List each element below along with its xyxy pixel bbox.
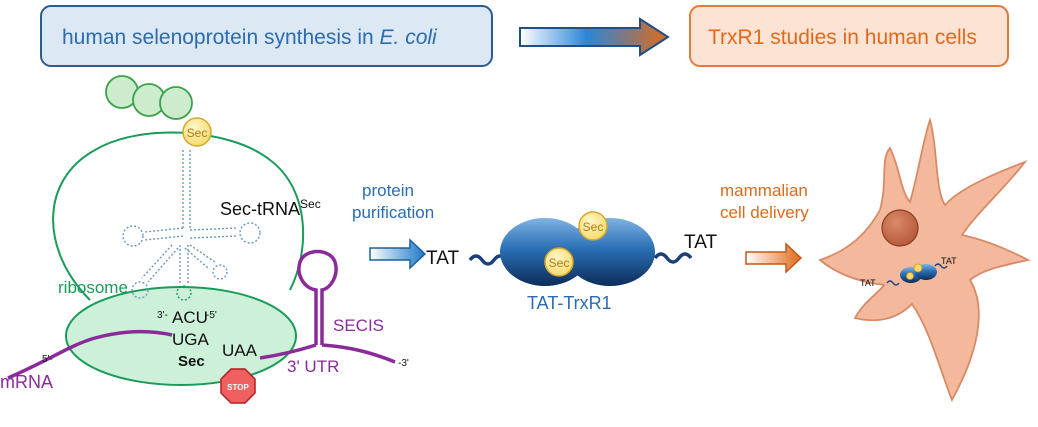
anticodon-label: ACU (172, 308, 208, 327)
sec-trna-label: Sec-tRNASec (220, 197, 321, 219)
cell-protein-complex (886, 263, 948, 286)
mrna-strand (7, 249, 396, 380)
sec-protein-circle-2: Sec (544, 247, 574, 277)
svg-text:-5': -5' (206, 310, 217, 321)
header-arrow (519, 17, 670, 57)
cell-tat-right-label: TAT (941, 256, 957, 266)
header-right-text: TrxR1 studies in human cells (708, 26, 977, 49)
tat-left-linker (468, 254, 508, 266)
stop-sign-icon: STOP (220, 368, 256, 404)
svg-text:Sec: Sec (549, 256, 570, 270)
header-left-text: human selenoprotein synthesis in E. coli (62, 26, 438, 49)
ribosome-label: ribosome (58, 278, 128, 297)
delivery-arrow (745, 242, 803, 274)
ribosome-large-subunit (52, 131, 305, 301)
secis-label: SECIS (333, 316, 384, 335)
stop-codon-label: UAA (222, 341, 258, 360)
mrna-label: mRNA (0, 372, 53, 392)
tat-left-label: TAT (426, 248, 459, 269)
mrna-3prime-label: -3' (398, 358, 409, 369)
svg-text:STOP: STOP (227, 383, 249, 392)
trxr1-dimer (500, 218, 655, 286)
svg-text:Sec: Sec (187, 126, 208, 140)
tat-right-label: TAT (684, 232, 717, 253)
anticodon-group: 3'- ACU -5' (157, 308, 217, 327)
svg-text:3'-: 3'- (157, 310, 168, 321)
purification-arrow (369, 238, 427, 270)
tat-trxr1-label: TAT-TrxR1 (527, 293, 612, 313)
cell-delivery-label: cell delivery (720, 203, 809, 222)
utr3-label: 3' UTR (287, 357, 339, 376)
svg-text:Sec: Sec (583, 220, 604, 234)
tat-right-linker (653, 252, 693, 264)
header-left-box: human selenoprotein synthesis in E. coli (40, 5, 493, 67)
mammalian-label: mammalian (720, 181, 808, 200)
cell-tat-left-label: TAT (860, 278, 876, 288)
cell-nucleus (881, 209, 919, 247)
purification-label: purification (352, 203, 434, 222)
mammalian-cell (818, 116, 1031, 403)
codon-sec-label: Sec (178, 353, 205, 370)
sec-protein-circle-1: Sec (578, 211, 608, 241)
mrna-5prime-label: 5'- (42, 354, 53, 365)
header-right-box: TrxR1 studies in human cells (689, 5, 1009, 67)
protein-label: protein (362, 181, 414, 200)
nascent-peptide-chain (105, 75, 193, 120)
sec-top-circle: Sec (182, 117, 212, 147)
trna-cloverleaf (122, 150, 261, 301)
codon-label: UGA (172, 330, 210, 349)
